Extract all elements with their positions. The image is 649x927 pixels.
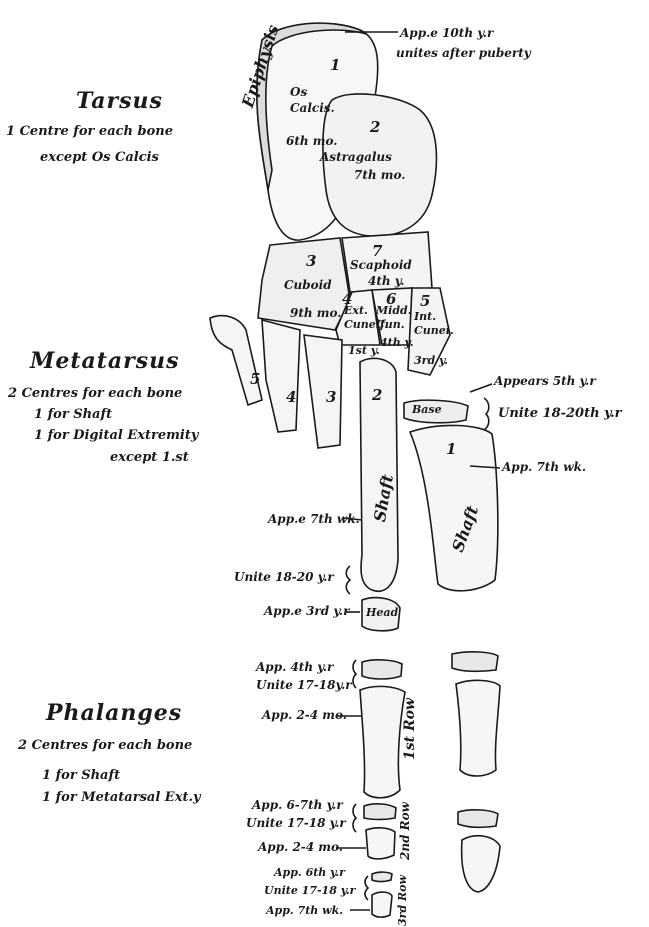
base-leader-line: [470, 384, 492, 392]
phalanges-heading: Phalanges: [46, 700, 182, 726]
phalanx-2-row2-shaft: [462, 836, 500, 892]
ext-cuneiform-age: 1st y.: [348, 344, 380, 357]
int-cuneiform-age: 3rd y.: [414, 354, 448, 367]
os-calcis-age: 6th mo.: [286, 134, 337, 148]
cuboid-label: Cuboid: [284, 278, 332, 292]
midd-cuneiform-label: Midd. Cun.: [376, 304, 410, 332]
metatarsal-4-number: 4: [286, 388, 296, 406]
metatarsal-shaft-appears: App.e 7th wk.: [268, 512, 360, 526]
int-cuneiform-label: Int. Cunei.: [414, 310, 446, 338]
phalanx-2-row1-epiphysis: [452, 652, 498, 671]
scaphoid-age: 4th y.: [368, 274, 405, 288]
phalanges-line-1: 2 Centres for each bone: [18, 738, 192, 753]
phalanx-1-row2-epiphysis: [364, 804, 396, 820]
astragalus-label: Astragalus: [320, 150, 392, 164]
ph1-brace: [353, 660, 356, 688]
meta-unite-brace: [346, 566, 350, 594]
metatarsal-unite: Unite 18-20 y.r: [234, 570, 334, 584]
metatarsal-3-number: 3: [326, 388, 336, 406]
phalanx-2-row1-shaft: [456, 680, 500, 776]
metatarsal-head-label: Head: [366, 606, 398, 619]
metatarsus-line-1: 2 Centres for each bone: [8, 386, 182, 401]
phalanges-line-3: 1 for Metatarsal Ext.y: [42, 790, 201, 805]
metatarsal-1-appears: App. 7th wk.: [502, 460, 586, 474]
phalanx-1-row3-shaft: [372, 892, 392, 917]
phalanx-row1-shaft-appears: App. 2-4 mo.: [262, 708, 347, 722]
metatarsus-line-2: 1 for Shaft: [34, 407, 112, 422]
phalanx-row1-appears: App. 4th y.r: [256, 660, 333, 674]
metatarsus-heading: Metatarsus: [30, 348, 180, 374]
base-appears: Appears 5th y.r: [494, 374, 596, 388]
cuboid-number: 3: [306, 252, 316, 270]
phalanx-1-row1-epiphysis: [362, 660, 402, 679]
phalanx-row3-unite: Unite 17-18 y.r: [264, 884, 355, 897]
metatarsal-5-number: 5: [250, 370, 260, 388]
scaphoid-label: Scaphoid: [350, 258, 412, 272]
os-calcis-number: 1: [330, 56, 340, 74]
phalanx-row1-label: 1st Row: [402, 698, 418, 760]
cuboid-age: 9th mo.: [290, 306, 341, 320]
metatarsal-head-appears: App.e 3rd y.r: [264, 604, 349, 618]
phalanx-row1-unite: Unite 17-18y.r: [256, 678, 352, 692]
metatarsal-2-number: 2: [372, 386, 382, 404]
metatarsal-1-number: 1: [446, 440, 456, 458]
ext-cuneiform-label: Ext. Cuneif.: [344, 304, 378, 332]
phalanx-2-row2-epiphysis: [458, 810, 498, 827]
metatarsus-line-4: except 1.st: [110, 450, 189, 465]
metatarsal-4-bone: [262, 320, 300, 432]
ph2-brace: [353, 804, 356, 832]
metatarsus-line-3: 1 for Digital Extremity: [34, 428, 198, 443]
astragalus-number: 2: [370, 118, 380, 136]
phalanx-row3-label: 3rd Row: [396, 875, 409, 926]
phalanx-1-row1-shaft: [360, 686, 405, 797]
base-brace: [484, 398, 489, 430]
epiphysis-appears: App.e 10th y.r: [400, 26, 493, 40]
tarsus-heading: Tarsus: [76, 88, 163, 114]
phalanges-line-2: 1 for Shaft: [42, 768, 120, 783]
metatarsal-5-bone: [210, 316, 262, 405]
ph3-brace: [365, 876, 368, 900]
phalanx-row3-shaft-appears: App. 7th wk.: [266, 904, 343, 917]
phalanx-row2-appears: App. 6-7th y.r: [252, 798, 343, 812]
phalanx-row2-label: 2nd Row: [398, 802, 412, 860]
phalanx-row2-shaft-appears: App. 2-4 mo.: [258, 840, 343, 854]
os-calcis-label: Os Calcis.: [290, 84, 350, 116]
metatarsal-1-base-label: Base: [412, 403, 442, 416]
base-unite: Unite 18-20th y.r: [498, 406, 622, 421]
phalanx-1-row2-shaft: [366, 828, 395, 859]
int-cuneiform-number: 5: [420, 292, 430, 310]
tarsus-line-1: 1 Centre for each bone: [6, 124, 173, 139]
phalanx-1-row3-epiphysis: [372, 872, 392, 881]
astragalus-age: 7th mo.: [354, 168, 405, 182]
phalanx-row2-unite: Unite 17-18 y.r: [246, 816, 346, 830]
phalanx-row3-appears: App. 6th y.r: [274, 866, 345, 879]
midd-cuneiform-age: 4th y.: [380, 336, 414, 349]
tarsus-line-2: except Os Calcis: [40, 150, 159, 165]
epiphysis-unites: unites after puberty: [396, 46, 531, 60]
